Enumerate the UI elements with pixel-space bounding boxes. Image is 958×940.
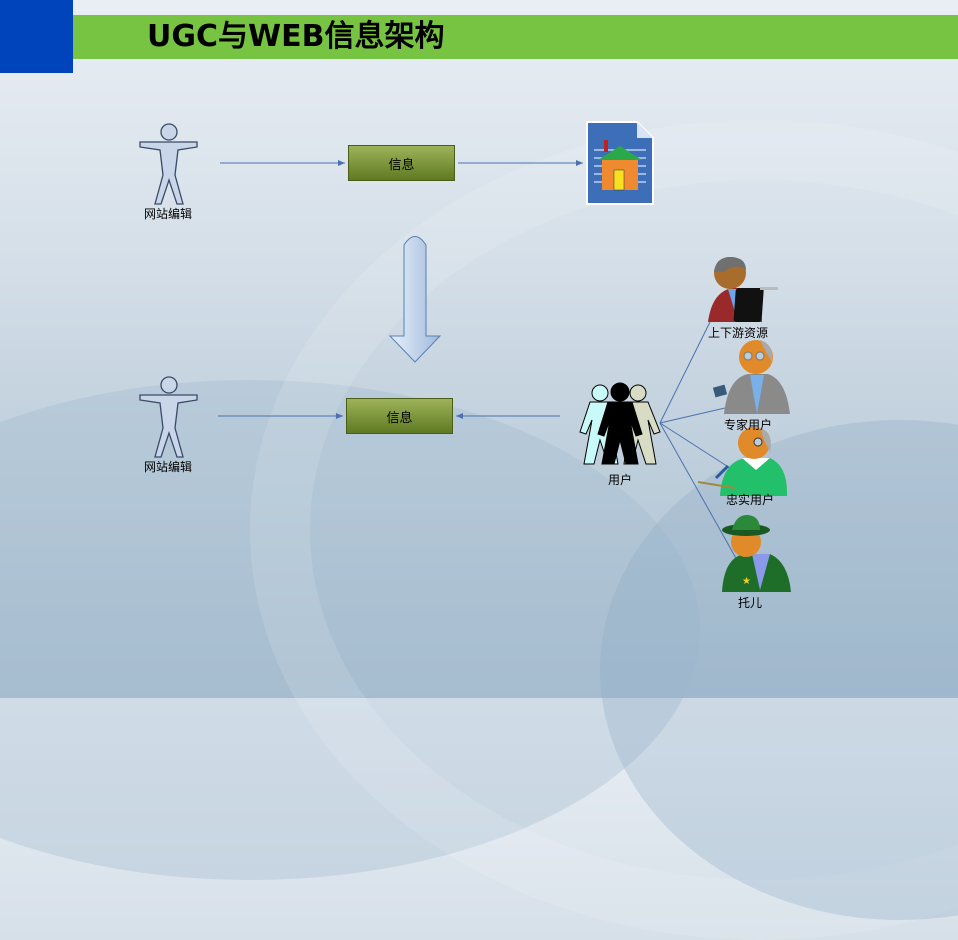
editor-label-bottom: 网站编辑 [143,460,193,474]
info-box-label: 信息 [386,410,413,426]
svg-text:★: ★ [742,576,751,587]
user-type-label-loyal: 忠实用户 [725,493,775,507]
editor-figure-top [139,123,198,205]
header-accent-square [0,0,73,73]
user-type-label-expert: 专家用户 [723,418,773,432]
info-box-top: 信息 [348,145,455,181]
shill-person-icon: ★ [722,514,791,592]
editor-figure-bottom [139,376,198,458]
page-title: UGC与WEB信息架构 [147,19,445,54]
user-type-connectors [659,321,738,561]
header-bar [0,15,958,59]
editor-label-top: 网站编辑 [143,207,193,221]
upstream-resource-person-icon [708,256,778,322]
diagram-canvas: ★ [139,121,791,592]
info-box-label: 信息 [388,157,415,173]
users-label: 用户 [607,473,633,487]
users-group-icon [579,382,661,465]
website-document-icon [586,121,654,205]
user-type-label-shill: 托儿 [737,596,763,610]
info-box-bottom: 信息 [346,398,453,434]
expert-user-person-icon [712,340,790,414]
down-arrow-icon [388,236,442,363]
user-type-label-upstream: 上下游资源 [707,326,769,340]
loyal-user-person-icon [697,427,788,496]
